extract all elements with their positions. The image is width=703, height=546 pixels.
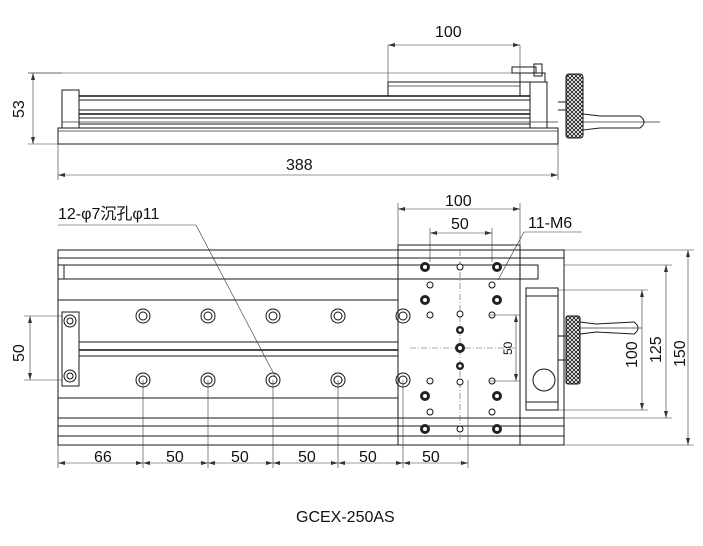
m6-hole [492,262,502,272]
top-view: 100 50 11-M6 12-φ7沉孔φ11 50 50 [11,193,694,468]
m6-hole [492,295,502,305]
cb-hole [265,308,281,324]
dim-bottom-50: 50 [422,449,440,466]
dim-height-150: 150 [672,340,689,367]
top-left-block [61,311,80,387]
small-hole [456,263,464,271]
m6-hole [420,262,430,272]
dim-bottom-50: 50 [359,449,377,466]
top-knob[interactable] [565,315,581,385]
cb-hole [330,308,346,324]
callout-tapped-holes: 11-M6 [528,215,572,232]
side-view: 53 100 388 [11,24,660,180]
small-hole [488,408,496,416]
m6-hole [456,326,464,334]
small-hole [426,408,434,416]
dim-inner-50: 50 [501,341,515,355]
dim-travel-100: 100 [435,24,462,41]
callout-counterbore-holes: 12-φ7沉孔φ11 [58,205,159,223]
m6-hole [456,362,464,370]
m6-hole [492,391,502,401]
side-base [57,127,559,145]
dim-rail-spacing-50: 50 [11,344,28,362]
side-handle[interactable] [582,113,645,131]
small-hole [456,310,464,318]
side-right-block [529,81,548,129]
cb-hole [135,308,151,324]
dim-bottom-50: 50 [231,449,249,466]
m6-hole [420,295,430,305]
model-label: GCEX-250AS [296,509,395,526]
dim-height-125: 125 [648,336,665,363]
side-left-block [61,89,80,129]
side-knob[interactable] [565,73,584,139]
top-stage [397,244,521,446]
dim-stage-width-100: 100 [445,193,472,210]
top-base [57,249,565,446]
dim-length-388: 388 [286,157,313,174]
left-block-hole-bottom [63,369,77,383]
dim-height-100: 100 [624,341,641,368]
small-hole [426,377,434,385]
dim-hole-spacing-50: 50 [451,216,469,233]
dim-bottom-50: 50 [166,449,184,466]
lock-hole [532,368,556,392]
small-hole [456,425,464,433]
small-hole [456,378,464,386]
cb-hole [395,308,411,324]
cb-hole [200,308,216,324]
small-hole [426,311,434,319]
dim-bottom-50: 50 [298,449,316,466]
top-right-block [525,287,559,411]
left-block-hole-top [63,314,77,328]
m6-hole [455,343,465,353]
dim-height-53: 53 [11,100,28,118]
m6-hole [492,424,502,434]
side-carriage [387,81,521,97]
m6-hole [420,391,430,401]
dim-bottom-66: 66 [94,449,112,466]
small-hole [488,281,496,289]
m6-hole [420,424,430,434]
small-hole [426,281,434,289]
top-handle[interactable] [579,321,639,335]
